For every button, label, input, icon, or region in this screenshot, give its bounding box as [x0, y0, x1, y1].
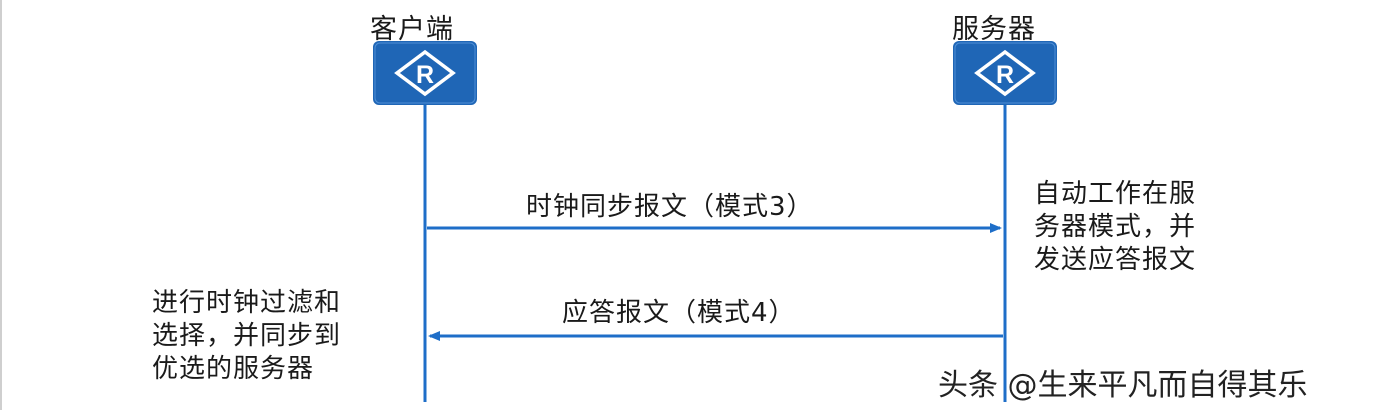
reply-label: 应答报文（模式4） — [562, 298, 796, 328]
client-router-letter: R — [416, 61, 434, 89]
server-label: 服务器 — [952, 14, 1036, 45]
client-note-line: 进行时钟过滤和 — [152, 288, 342, 318]
client-note-line: 优选的服务器 — [152, 354, 315, 384]
server-router-icon: R — [953, 41, 1057, 105]
server-note-line: 发送应答报文 — [1034, 245, 1197, 275]
sync-request-label: 时钟同步报文（模式3） — [526, 192, 814, 222]
server-note-line: 务器模式，并 — [1034, 212, 1197, 242]
watermark: 头条 @生来平凡而自得其乐 — [938, 368, 1308, 403]
client-note: 进行时钟过滤和 选择，并同步到 优选的服务器 — [152, 287, 341, 386]
server-note-line: 自动工作在服 — [1034, 179, 1197, 209]
server-router-letter: R — [996, 61, 1014, 89]
client-note-line: 选择，并同步到 — [152, 321, 342, 351]
server-note: 自动工作在服 务器模式，并 发送应答报文 — [1034, 178, 1196, 277]
client-label: 客户端 — [370, 14, 454, 45]
client-router-icon: R — [373, 41, 477, 105]
